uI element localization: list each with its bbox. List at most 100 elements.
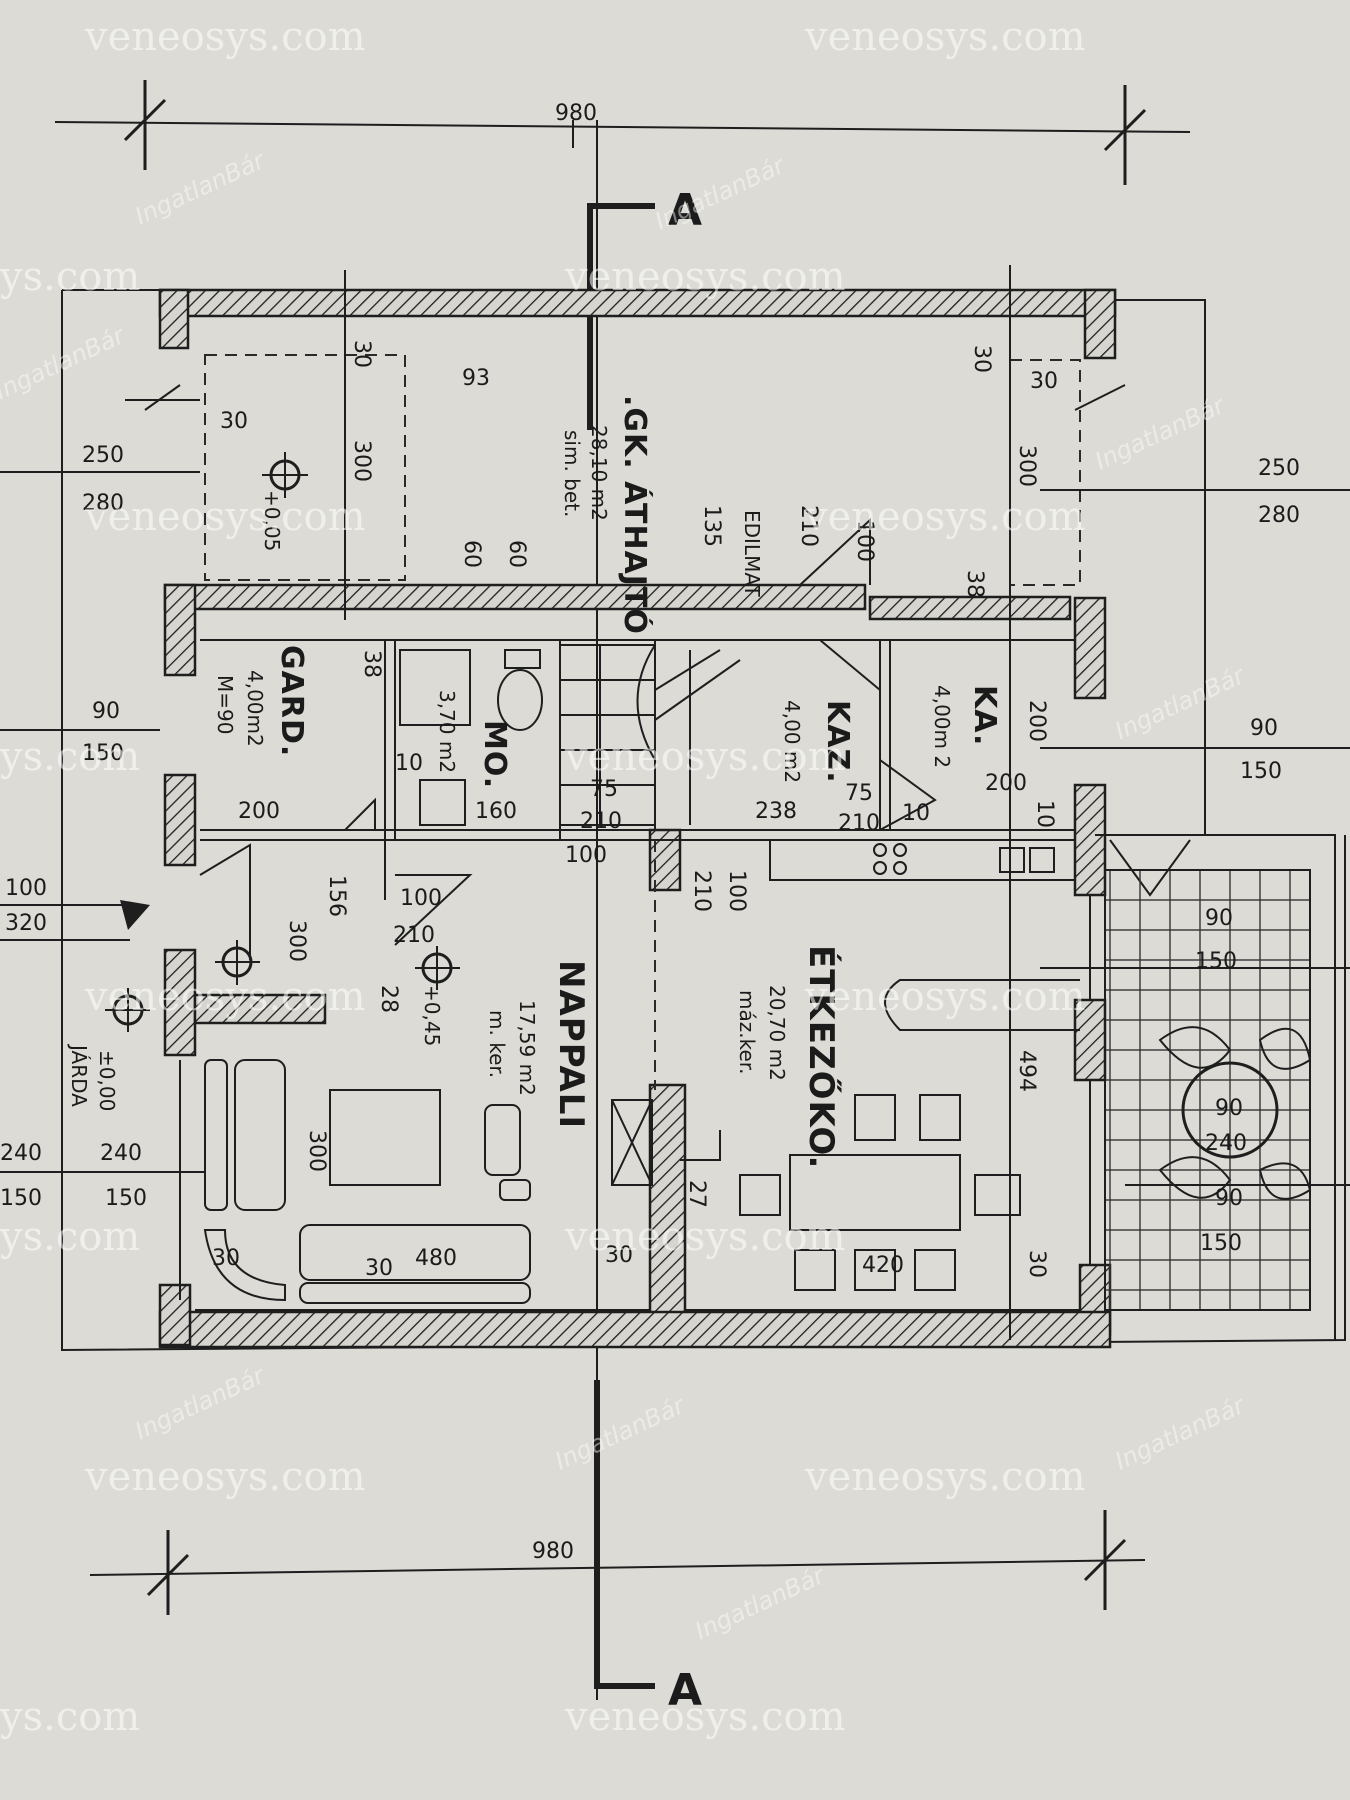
svg-text:38: 38 [962, 570, 987, 598]
svg-text:veneosys.com: veneosys.com [804, 494, 1086, 540]
svg-text:30: 30 [1024, 1250, 1049, 1278]
svg-text:160: 160 [475, 799, 517, 824]
kitchen-counter [769, 839, 1080, 1031]
svg-text:240: 240 [0, 1141, 42, 1166]
svg-text:300: 300 [1014, 445, 1039, 487]
svg-text:veneosys.com: veneosys.com [804, 1454, 1086, 1500]
level-markers [105, 452, 460, 1032]
staircase [559, 644, 741, 826]
svg-text:60: 60 [459, 540, 484, 568]
door-swings [199, 517, 1191, 1161]
car-outline [204, 354, 406, 581]
svg-text:300: 300 [284, 920, 309, 962]
svg-text:210: 210 [580, 809, 622, 834]
svg-text:veneosys.com: veneosys.com [804, 14, 1086, 60]
svg-text:KA.: KA. [967, 685, 1002, 746]
bottom-dimension: 980 [89, 1510, 1146, 1615]
svg-text:30: 30 [212, 1246, 240, 1271]
svg-text:ys.com: ys.com [0, 734, 140, 780]
room-boiler: KAZ. 4,00 m2 [780, 700, 855, 784]
dimension-labels: 250 280 250 280 90 150 90 150 100 320 24… [0, 340, 1300, 1281]
svg-text:200: 200 [1024, 700, 1049, 742]
svg-text:sim. bet.: sim. bet. [560, 430, 584, 517]
svg-text:m. ker.: m. ker. [485, 1010, 509, 1078]
svg-text:28: 28 [376, 985, 401, 1013]
svg-text:300: 300 [304, 1130, 329, 1172]
svg-text:75: 75 [845, 781, 873, 806]
room-pantry: KA. 4,00m 2 [930, 685, 1002, 768]
dining-table [739, 1094, 1021, 1291]
svg-text:20,70 m2: 20,70 m2 [765, 985, 789, 1081]
svg-text:4,00m 2: 4,00m 2 [930, 685, 954, 768]
svg-text:420: 420 [862, 1253, 904, 1278]
room-living: NAPPALI 17,59 m2 m. ker. [485, 960, 591, 1129]
svg-text:.GK. ÁTHAJTÓ: .GK. ÁTHAJTÓ [617, 395, 654, 635]
svg-text:240: 240 [100, 1141, 142, 1166]
svg-text:ys.com: ys.com [0, 1214, 140, 1260]
svg-text:280: 280 [82, 491, 124, 516]
svg-text:480: 480 [415, 1246, 457, 1271]
room-bath: MO. 3,70 m2 [435, 690, 512, 789]
top-dimension: 980 [54, 80, 1191, 185]
svg-text:200: 200 [985, 771, 1027, 796]
svg-text:veneosys.com: veneosys.com [564, 734, 846, 780]
svg-text:200: 200 [238, 799, 280, 824]
svg-text:150: 150 [1240, 759, 1282, 784]
dim-980-bottom: 980 [532, 1539, 574, 1564]
svg-text:100: 100 [852, 520, 877, 562]
svg-text:veneosys.com: veneosys.com [84, 974, 366, 1020]
svg-text:240: 240 [1205, 1131, 1247, 1156]
svg-text:280: 280 [1258, 503, 1300, 528]
bath-fixtures [399, 649, 543, 826]
svg-text:150: 150 [105, 1186, 147, 1211]
level-garage: +0,05 [260, 490, 284, 551]
svg-text:90: 90 [1215, 1096, 1243, 1121]
svg-text:494: 494 [1014, 1050, 1039, 1092]
svg-text:NAPPALI: NAPPALI [551, 960, 591, 1129]
svg-text:30: 30 [349, 340, 374, 368]
section-line: A A [587, 120, 703, 1716]
svg-text:30: 30 [605, 1243, 633, 1268]
svg-text:90: 90 [92, 699, 120, 724]
section-mark-bottom: A [668, 1665, 703, 1716]
svg-text:4,00m2: 4,00m2 [243, 670, 267, 747]
svg-text:4,00 m2: 4,00 m2 [780, 700, 804, 783]
sidewalk-label: JÁRDA [67, 1043, 91, 1107]
svg-text:150: 150 [1200, 1231, 1242, 1256]
side-dimensions [0, 265, 1350, 1340]
svg-text:300: 300 [349, 440, 374, 482]
svg-text:100: 100 [565, 843, 607, 868]
svg-text:150: 150 [0, 1186, 42, 1211]
svg-text:veneosys.com: veneosys.com [564, 1694, 846, 1740]
svg-text:veneosys.com: veneosys.com [84, 494, 366, 540]
svg-text:100: 100 [400, 886, 442, 911]
svg-text:210: 210 [689, 870, 714, 912]
svg-text:veneosys.com: veneosys.com [84, 14, 366, 60]
svg-text:30: 30 [365, 1256, 393, 1281]
svg-text:27: 27 [684, 1180, 709, 1208]
svg-text:veneosys.com: veneosys.com [564, 1214, 846, 1260]
svg-text:135: 135 [699, 505, 724, 547]
living-furniture [203, 1059, 531, 1304]
svg-text:75: 75 [590, 777, 618, 802]
svg-text:17,59 m2: 17,59 m2 [515, 1000, 539, 1096]
svg-text:60: 60 [504, 540, 529, 568]
edilmat-label: EDILMAT [740, 510, 764, 597]
svg-text:KAZ.: KAZ. [820, 700, 855, 784]
svg-text:210: 210 [393, 923, 435, 948]
level-living: +0,45 [420, 985, 444, 1046]
svg-text:veneosys.com: veneosys.com [84, 1454, 366, 1500]
svg-text:ys.com: ys.com [0, 1694, 140, 1740]
svg-text:93: 93 [462, 366, 490, 391]
terrace [1095, 834, 1336, 1340]
fireplace [611, 1099, 653, 1186]
dim-980-top: 980 [555, 101, 597, 126]
svg-text:156: 156 [324, 875, 349, 917]
svg-text:M=90: M=90 [213, 675, 237, 734]
svg-text:250: 250 [1258, 456, 1300, 481]
svg-text:10: 10 [395, 751, 423, 776]
svg-text:210: 210 [796, 505, 821, 547]
svg-text:30: 30 [220, 409, 248, 434]
svg-text:28,10 m2: 28,10 m2 [587, 425, 611, 521]
